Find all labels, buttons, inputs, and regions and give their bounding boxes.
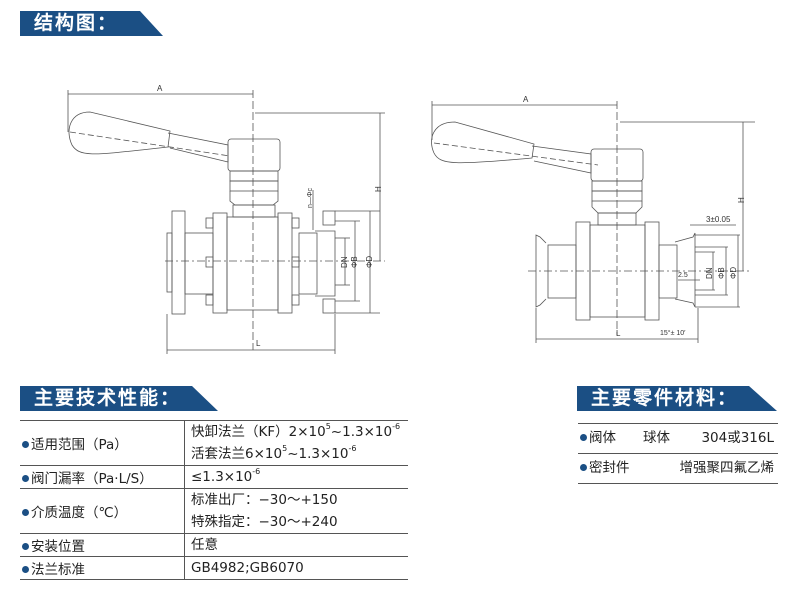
value-text: 特殊指定：−30～+240 [191, 514, 338, 530]
performance-value-line: 任意 [191, 534, 408, 556]
performance-value-line: ≤1.3×10-6 [191, 466, 408, 488]
material-value: 增强聚四氟乙烯 [679, 460, 775, 476]
material-row: 密封件 增强聚四氟乙烯 [578, 453, 778, 484]
performance-label: 安装位置 [20, 533, 185, 557]
bullet-icon [22, 566, 29, 573]
dim-label-d: ΦD [729, 267, 738, 279]
performance-value-line: 特殊指定：−30～+240 [191, 511, 408, 533]
performance-value: 任意 [184, 533, 408, 557]
dim-label-tolerance: 3±0.05 [706, 215, 731, 224]
material-component: 球体 [643, 430, 670, 446]
exponent: -6 [392, 422, 401, 431]
dim-label-d: ΦD [365, 256, 374, 268]
value-text: GB4982;GB6070 [191, 560, 304, 576]
exponent: 5 [282, 444, 288, 453]
material-part: 阀体 [580, 424, 616, 453]
dim-label-b: ΦB [350, 256, 359, 268]
performance-label-text: 阀门漏率（Pa·L/S） [31, 471, 153, 487]
performance-row: 安装位置 任意 [20, 533, 408, 557]
performance-row: 介质温度（℃） 标准出厂：−30～+150 特殊指定：−30～+240 [20, 488, 408, 534]
materials-title: 主要零件材料： [591, 387, 739, 409]
materials-banner: 主要零件材料： [577, 386, 777, 411]
performance-title: 主要技术性能： [34, 387, 182, 409]
performance-value: GB4982;GB6070 [184, 556, 408, 580]
dim-label-dn: DN [705, 267, 714, 279]
dim-label-gap: 2.5 [678, 272, 688, 279]
dim-label-h: H [737, 197, 746, 203]
bullet-icon [580, 434, 587, 441]
value-text: 标准出厂：−30～+150 [191, 492, 338, 508]
structure-diagram-title: 结构图： [34, 12, 119, 34]
value-text: ~1.3×10 [287, 446, 349, 462]
bullet-icon [22, 543, 29, 550]
performance-value: 标准出厂：−30～+150 特殊指定：−30～+240 [184, 488, 408, 534]
structure-diagram-banner: 结构图： [20, 11, 163, 36]
dim-label-a: A [157, 84, 163, 93]
dim-label-angle: 15°± 10′ [660, 329, 686, 337]
bullet-icon [22, 475, 29, 482]
material-part-text: 阀体 [589, 430, 616, 446]
performance-value-line: 标准出厂：−30～+150 [191, 489, 408, 511]
performance-label-text: 适用范围（Pa） [31, 437, 128, 453]
value-text: ≤1.3×10 [191, 469, 253, 485]
material-value: 304或316L [701, 430, 774, 446]
performance-value: ≤1.3×10-6 [184, 465, 408, 489]
material-part: 密封件 [580, 454, 630, 483]
performance-label: 介质温度（℃） [20, 488, 185, 534]
performance-row: 法兰标准 GB4982;GB6070 [20, 556, 408, 580]
kf-valve-drawing: A L H DN ΦB ΦD 3±0.05 2.5 15°± 10′ [431, 95, 755, 343]
performance-label-text: 安装位置 [31, 539, 85, 555]
performance-value-line: 活套法兰6×105~1.3×10-6 [191, 443, 408, 465]
dim-label-nc: n—Φc [307, 188, 314, 208]
value-text: 任意 [191, 537, 218, 553]
material-part-text: 密封件 [589, 460, 630, 476]
performance-value-line: 快卸法兰（KF）2×105~1.3×10-6 [191, 421, 408, 443]
dim-label-a: A [523, 95, 529, 104]
performance-row: 阀门漏率（Pa·L/S） ≤1.3×10-6 [20, 465, 408, 489]
performance-label: 法兰标准 [20, 556, 185, 580]
value-text: ~1.3×10 [330, 424, 393, 440]
performance-label-text: 介质温度（℃） [31, 505, 128, 521]
dim-label-dn: DN [340, 256, 349, 268]
dim-label-l: L [256, 339, 261, 348]
performance-value-line: GB4982;GB6070 [191, 557, 408, 579]
bullet-icon [580, 464, 587, 471]
performance-label: 适用范围（Pa） [20, 420, 185, 466]
value-text: 快卸法兰（KF）2×10 [191, 424, 326, 440]
exponent: -6 [348, 444, 357, 453]
flanged-valve-drawing: A L H DN ΦB ΦD n—Φc [67, 84, 385, 354]
exponent: -6 [252, 467, 261, 476]
performance-banner: 主要技术性能： [20, 386, 218, 411]
performance-label-text: 法兰标准 [31, 562, 85, 578]
value-text: 活套法兰6×10 [191, 446, 283, 462]
material-row: 阀体 球体 304或316L [578, 423, 778, 453]
dim-label-l: L [616, 329, 621, 338]
materials-table: 阀体 球体 304或316L 密封件 增强聚四氟乙烯 [578, 423, 778, 484]
exponent: 5 [325, 422, 331, 431]
dim-label-h: H [374, 186, 383, 192]
dim-label-b: ΦB [717, 267, 726, 279]
bullet-icon [22, 509, 29, 516]
bullet-icon [22, 441, 29, 448]
performance-label: 阀门漏率（Pa·L/S） [20, 465, 185, 489]
